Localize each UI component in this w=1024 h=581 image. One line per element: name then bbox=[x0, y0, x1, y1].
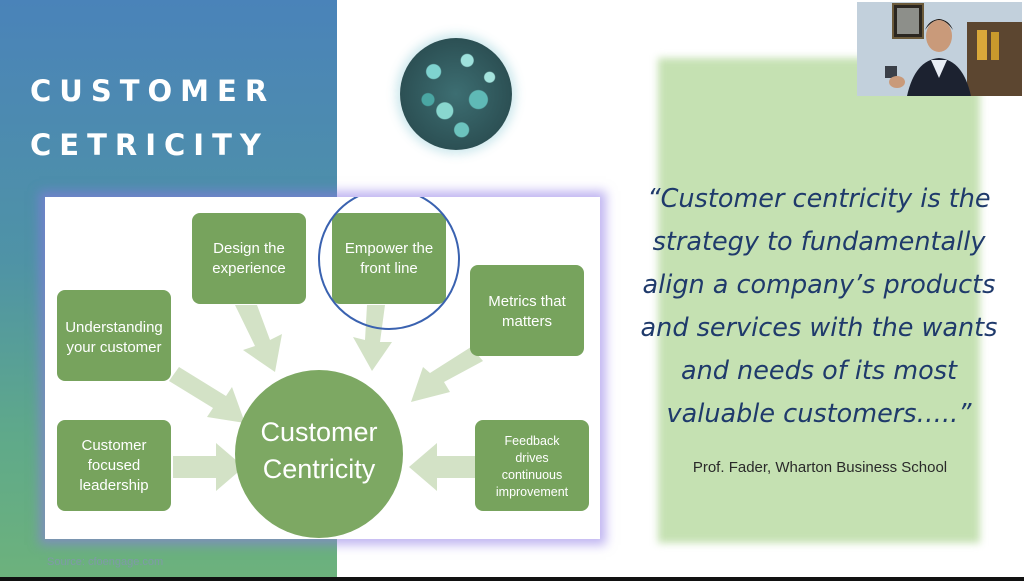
arrow-understanding-to-center bbox=[169, 367, 245, 423]
box-leadership-line2: focused bbox=[88, 457, 141, 474]
center-label-line1: Customer bbox=[260, 417, 377, 447]
box-feedback-drives-continuous-improvement bbox=[475, 420, 589, 511]
box-empower-line1: Empower the bbox=[345, 240, 433, 257]
box-design-the-experience bbox=[192, 213, 306, 304]
arrow-metrics-to-center bbox=[411, 347, 483, 402]
box-metrics-that-matters bbox=[470, 265, 584, 356]
box-feedback-line4: improvement bbox=[496, 485, 569, 499]
box-feedback-line2: drives bbox=[515, 451, 548, 465]
customer-centricity-diagram: Customer Centricity Understanding your c… bbox=[45, 197, 600, 539]
box-leadership-line1: Customer bbox=[81, 437, 146, 454]
center-label-line2: Centricity bbox=[263, 454, 376, 484]
slide-title-line1: CUSTOMER bbox=[30, 74, 276, 108]
source-credit: Source: cfoengage.com bbox=[47, 556, 164, 568]
presenter-webcam-thumbnail[interactable] bbox=[857, 2, 1022, 96]
highlight-ring-empower bbox=[318, 197, 460, 330]
box-empower-line2: front line bbox=[360, 260, 418, 277]
quote-text: “Customer centricity is the strategy to … bbox=[640, 184, 998, 429]
box-understanding-your-customer bbox=[57, 290, 171, 381]
quote-attribution: Prof. Fader, Wharton Business School bbox=[692, 459, 948, 476]
arrow-feedback-to-center bbox=[409, 443, 475, 491]
arrow-design-to-center bbox=[235, 305, 282, 372]
arrow-leadership-to-center bbox=[173, 443, 244, 491]
slide-title-line2: CETRICITY bbox=[30, 128, 269, 162]
decorative-orb-image bbox=[400, 38, 512, 150]
box-understanding-line2: your customer bbox=[66, 339, 161, 356]
box-metrics-line1: Metrics that bbox=[488, 293, 566, 310]
box-understanding-line1: Understanding bbox=[65, 319, 163, 336]
presenter-video-icon bbox=[857, 2, 1022, 96]
box-leadership-line3: leadership bbox=[79, 477, 148, 494]
box-design-line2: experience bbox=[212, 260, 285, 277]
box-feedback-line3: continuous bbox=[502, 468, 562, 482]
arrow-empower-to-center bbox=[353, 305, 392, 371]
bottom-edge-line bbox=[0, 577, 1024, 581]
center-circle bbox=[235, 370, 403, 538]
diagram-canvas: Customer Centricity Understanding your c… bbox=[57, 197, 589, 538]
box-metrics-line2: matters bbox=[502, 313, 552, 330]
box-customer-focused-leadership bbox=[57, 420, 171, 511]
box-feedback-line1: Feedback bbox=[505, 434, 561, 448]
quote-background bbox=[658, 58, 980, 543]
box-empower-the-front-line bbox=[332, 213, 446, 304]
box-design-line1: Design the bbox=[213, 240, 285, 257]
